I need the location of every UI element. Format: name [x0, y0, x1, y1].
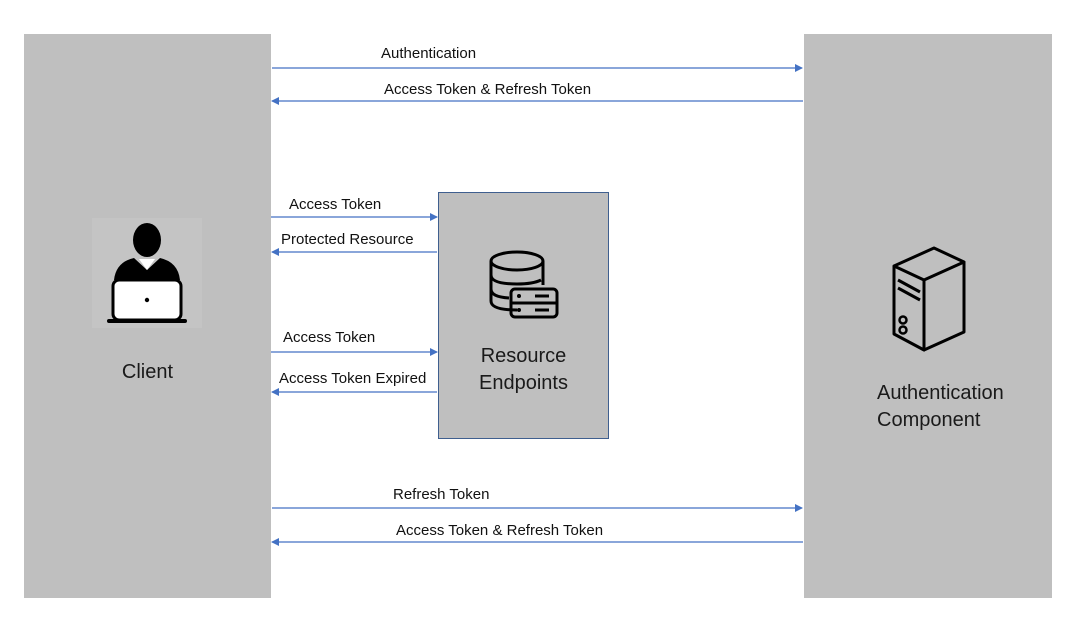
authentication-component-label: Authentication Component: [877, 380, 1004, 434]
client-label: Client: [121, 361, 174, 383]
server-tower-icon: [892, 246, 966, 352]
flow-label-access-token-1: Access Token: [289, 196, 382, 213]
flow-label-access-token-2: Access Token: [283, 329, 376, 346]
database-server-icon: [489, 250, 559, 319]
flow-label-access-refresh-token-2: Access Token & Refresh Token: [396, 522, 604, 539]
flow-label-protected-resource: Protected Resource: [281, 231, 414, 248]
user-laptop-icon: [92, 218, 202, 328]
flow-label-authentication: Authentication: [381, 45, 477, 62]
resource-label-line1: Resource: [480, 345, 567, 367]
resource-endpoints-label: Resource Endpoints: [439, 343, 608, 397]
authentication-label-line1: Authentication: [877, 382, 1004, 404]
authentication-label-line2: Component: [877, 409, 981, 431]
resource-endpoints-box: Resource Endpoints: [438, 192, 609, 439]
flow-label-access-refresh-token-1: Access Token & Refresh Token: [384, 81, 592, 98]
authentication-component-panel: Authentication Component: [804, 34, 1052, 598]
flow-label-access-token-expired: Access Token Expired: [279, 370, 427, 387]
flow-label-refresh-token: Refresh Token: [393, 486, 490, 503]
client-panel: Client: [24, 34, 271, 598]
resource-label-line2: Endpoints: [479, 372, 568, 394]
